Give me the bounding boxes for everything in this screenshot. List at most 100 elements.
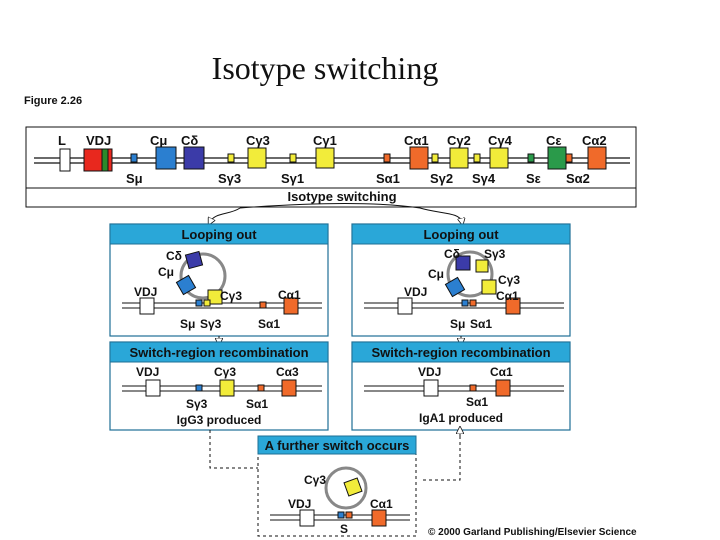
recomb-panel-2-title: Switch-region recombination xyxy=(371,345,550,360)
loop-2-c-alpha1 xyxy=(505,297,521,315)
recomb-1-product: IgG3 produced xyxy=(177,413,262,427)
label-S-gamma2: Sγ2 xyxy=(430,171,453,186)
loop-panel-2-header xyxy=(351,223,571,245)
switch-region-g2 xyxy=(431,153,439,163)
further-label-c-gamma3: Cγ3 xyxy=(304,473,326,487)
recomb-1-c-alpha3 xyxy=(281,379,297,397)
loop-2-c-mu xyxy=(444,276,466,298)
recomb-1-label-vdj: VDJ xyxy=(136,365,159,379)
recomb-panel-1-header xyxy=(109,341,329,363)
recomb-1-label-c-alpha3: Cα3 xyxy=(276,365,299,379)
C-mu-exon xyxy=(155,146,177,170)
label-C-gamma4: Cγ4 xyxy=(488,133,513,148)
loop-2-label-c-alpha1: Cα1 xyxy=(496,289,519,303)
loop-panel-1-title: Looping out xyxy=(181,227,257,242)
C-gamma3-exon xyxy=(247,147,267,169)
loop-1-c-delta xyxy=(184,250,204,270)
loop-2-label-s-alpha1: Sα1 xyxy=(470,317,492,331)
loop-panel-1: Looping out Cδ Cμ VDJ Cγ3 Cα1 Sμ Sγ3 Sα1 xyxy=(109,223,329,337)
further-c-alpha1 xyxy=(371,509,387,527)
figure-label: Figure 2.26 xyxy=(24,95,83,107)
recomb-panel-1: Switch-region recombination VDJ Cγ3 Cα3 … xyxy=(109,341,329,431)
VDJ-exon-end xyxy=(107,148,113,172)
label-C-alpha2: Cα2 xyxy=(582,133,607,148)
recomb-2-label-c-alpha1: Cα1 xyxy=(490,365,513,379)
VDJ-exon xyxy=(83,148,103,172)
label-S-gamma3: Sγ3 xyxy=(218,171,241,186)
loop-2-s-alpha1 xyxy=(469,299,477,307)
loop-1-label-c-mu: Cμ xyxy=(158,265,174,279)
C-gamma2-exon xyxy=(449,147,469,169)
top-locus-caption: Isotype switching xyxy=(287,189,396,204)
switch-region-a1 xyxy=(383,153,391,163)
loop-2-label-c-delta: Cδ xyxy=(444,247,460,261)
label-S-alpha2: Sα2 xyxy=(566,171,590,186)
switch-region-a2 xyxy=(565,153,573,163)
label-S-gamma4: Sγ4 xyxy=(472,171,496,186)
label-C-gamma2: Cγ2 xyxy=(447,133,471,148)
C-gamma4-exon xyxy=(489,147,509,169)
C-gamma1-exon xyxy=(315,147,335,169)
further-s-1 xyxy=(337,511,345,519)
recomb-1-c-gamma3 xyxy=(219,379,235,397)
dashed-from-recomb1 xyxy=(209,430,258,469)
switch-region-mu xyxy=(130,153,138,163)
loop-panel-2-title: Looping out xyxy=(423,227,499,242)
switch-region-g1 xyxy=(289,153,297,163)
recomb-panel-1-title: Switch-region recombination xyxy=(129,345,308,360)
recomb-1-s-alpha1 xyxy=(257,384,265,392)
switch-region-e xyxy=(527,153,535,163)
label-S-alpha1: Sα1 xyxy=(376,171,400,186)
label-C-gamma3: Cγ3 xyxy=(246,133,270,148)
loop-1-c-gamma3 xyxy=(207,289,223,305)
further-panel-header xyxy=(257,435,417,455)
loop-panel-2: Looping out Cδ Sγ3 Cμ Cγ3 VDJ Cα1 Sμ Sα1 xyxy=(351,223,571,337)
loop-1-vdj xyxy=(139,297,155,315)
further-label-vdj: VDJ xyxy=(288,497,311,511)
label-L: L xyxy=(58,133,66,148)
loop-2-label-s-mu: Sμ xyxy=(450,317,465,331)
loop-2-vdj xyxy=(397,297,413,315)
copyright: © 2000 Garland Publishing/Elsevier Scien… xyxy=(428,527,637,538)
recomb-2-label-s-alpha1: Sα1 xyxy=(466,395,488,409)
VDJ-j-segment xyxy=(101,148,109,172)
loop-2-s-mu xyxy=(461,299,469,307)
loop-2-label-c-mu: Cμ xyxy=(428,267,444,281)
label-VDJ: VDJ xyxy=(86,133,111,148)
loop-2-c-delta xyxy=(455,255,471,271)
arrow-connector xyxy=(239,203,421,209)
further-label-c-alpha1: Cα1 xyxy=(370,497,393,511)
further-loop-circle xyxy=(324,466,368,510)
recomb-2-label-vdj: VDJ xyxy=(418,365,441,379)
loop-1-label-s-gamma3: Sγ3 xyxy=(200,317,222,331)
recomb-1-vdj xyxy=(145,379,161,397)
loop-2-label-vdj: VDJ xyxy=(404,285,427,299)
label-C-mu: Cμ xyxy=(150,133,167,148)
label-C-gamma1: Cγ1 xyxy=(313,133,337,148)
loop-1-label-s-mu: Sμ xyxy=(180,317,195,331)
label-S-gamma1: Sγ1 xyxy=(281,171,304,186)
loop-2-circle xyxy=(446,250,494,298)
slide-title: Isotype switching xyxy=(211,50,439,86)
loop-1-s-gamma3 xyxy=(203,299,211,307)
further-vdj xyxy=(299,509,315,527)
further-panel-title: A further switch occurs xyxy=(265,438,410,453)
loop-1-c-alpha1 xyxy=(283,297,299,315)
further-label-s: S xyxy=(340,522,348,536)
label-S-mu: Sμ xyxy=(126,171,143,186)
recomb-1-label-s-alpha1: Sα1 xyxy=(246,397,268,411)
loop-2-label-c-gamma3: Cγ3 xyxy=(498,273,520,287)
loop-1-label-c-delta: Cδ xyxy=(166,249,182,263)
label-C-epsilon: Cε xyxy=(546,133,562,148)
recomb-1-label-s-gamma3: Sγ3 xyxy=(186,397,208,411)
loop-1-s-mu xyxy=(195,299,203,307)
further-c-gamma3 xyxy=(343,477,363,497)
C-alpha2-exon xyxy=(587,146,607,170)
recomb-2-s-alpha1 xyxy=(469,384,477,392)
recomb-panel-2-header xyxy=(351,341,571,363)
arrow-to-loop2 xyxy=(419,207,462,222)
loop-2-s-gamma3 xyxy=(475,259,489,273)
further-switch-panel: A further switch occurs Cγ3 VDJ Cα1 S xyxy=(257,435,417,537)
dashed-to-recomb2 xyxy=(420,430,461,481)
